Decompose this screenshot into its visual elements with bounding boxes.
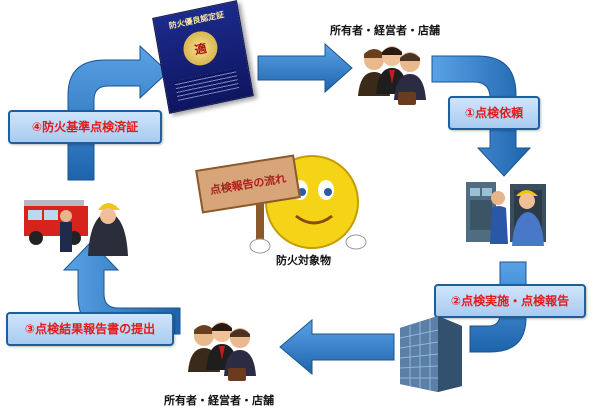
owner-top-label: 所有者・経営者・店舗 [330, 24, 440, 37]
arrow-cert-to-owner [257, 42, 353, 94]
fire-truck-scene [22, 188, 132, 258]
step-4-box: ④防火基準点検済証 [8, 110, 162, 144]
center-label: 防火対象物 [276, 254, 331, 267]
owner-group-top [352, 40, 432, 112]
owner-group-bottom [182, 316, 262, 388]
business-people-icon [358, 46, 426, 105]
step-1-box: ①点検依頼 [448, 96, 540, 130]
fire-truck-icon [24, 200, 128, 256]
certificate-emblem-text: 適 [193, 40, 208, 57]
owner-bottom-label: 所有者・経営者・店舗 [164, 394, 274, 407]
inspection-workers [462, 176, 550, 246]
office-building-icon [399, 316, 462, 392]
building [394, 312, 468, 394]
arrow-building-to-owner [279, 318, 395, 376]
certificate-emblem-icon: 適 [180, 28, 221, 69]
arrow-owner-to-workers [431, 55, 532, 177]
business-people-bottom-icon [188, 322, 256, 381]
certificate-booklet: 防火優良認定証 適 [152, 0, 254, 114]
center-sign-text: 点検報告の流れ [209, 172, 288, 197]
step-2-box: ②点検実施・点検報告 [434, 284, 586, 318]
step-3-box: ③点検結果報告書の提出 [6, 312, 174, 346]
certificate-text-lines [174, 68, 240, 101]
inspection-workers-icon [466, 182, 546, 246]
